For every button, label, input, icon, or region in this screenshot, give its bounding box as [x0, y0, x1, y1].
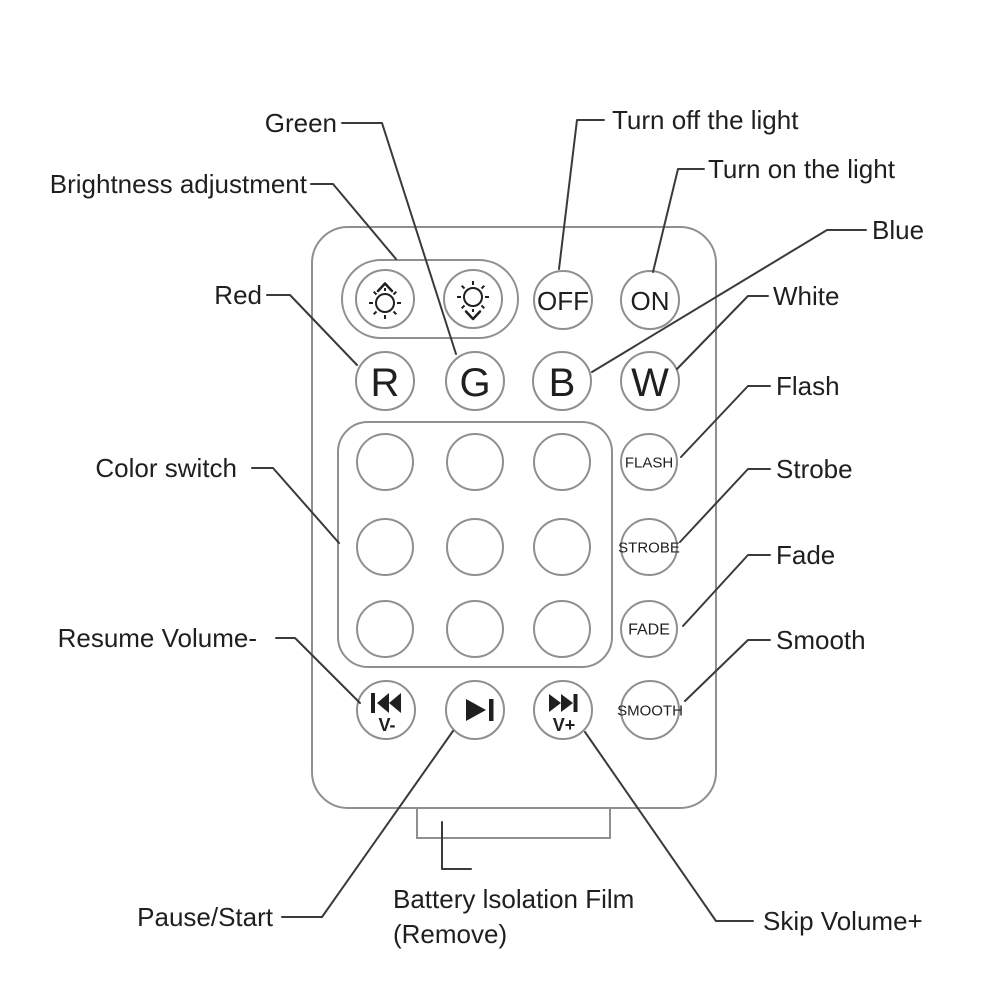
color-button [533, 433, 591, 491]
fade-button [620, 600, 678, 658]
volume-down-label: V- [378, 715, 395, 735]
flash-button [620, 433, 678, 491]
green-button [445, 351, 505, 411]
skip-back-icon [371, 693, 401, 713]
smooth-button [620, 680, 680, 740]
off-button [533, 270, 593, 330]
on-button [620, 270, 680, 330]
red-button-label: R [371, 361, 400, 405]
blue-button-label: B [549, 361, 576, 405]
leader-brightness [310, 183, 397, 260]
leader-smooth [684, 639, 771, 702]
leader-color-switch [251, 467, 340, 544]
brightness-up-button [355, 269, 415, 329]
blue-button [532, 351, 592, 411]
leader-resume-volume [275, 637, 361, 704]
leader-battery [441, 821, 472, 870]
color-button [356, 433, 414, 491]
down-arrow-icon [464, 310, 482, 321]
label-battery-line2: (Remove) [393, 919, 507, 949]
label-blue: Blue [872, 215, 924, 245]
skip-forward-icon [549, 694, 578, 712]
label-skip-volume: Skip Volume+ [763, 906, 923, 936]
brightness-down-icon [457, 281, 489, 321]
leader-flash [680, 385, 771, 458]
label-fade: Fade [776, 540, 835, 570]
strobe-button-label: STROBE [618, 540, 680, 557]
sun-icon [463, 287, 483, 307]
label-brightness: Brightness adjustment [50, 169, 308, 199]
sun-rays [369, 288, 401, 319]
play-pause-icon [466, 699, 494, 721]
strobe-button [620, 518, 678, 576]
label-color-switch: Color switch [95, 453, 237, 483]
label-resume-volume: Resume Volume- [58, 623, 257, 653]
leader-pause-start [281, 730, 454, 918]
color-grid-outline [337, 421, 613, 668]
leader-green [341, 122, 457, 355]
sun-icon [375, 293, 395, 313]
fade-button-label: FADE [628, 622, 670, 639]
label-green: Green [265, 108, 337, 138]
brightness-group-outline [341, 259, 519, 339]
label-turn-on: Turn on the light [708, 154, 896, 184]
smooth-button-label: SMOOTH [617, 703, 683, 720]
on-button-label: ON [631, 286, 670, 316]
leader-blue [591, 229, 867, 373]
color-button [446, 518, 504, 576]
leader-turn-off [558, 119, 605, 270]
label-strobe: Strobe [776, 454, 853, 484]
label-battery-line1: Battery lsolation Film [393, 884, 634, 914]
color-button [533, 518, 591, 576]
white-button-label: W [631, 361, 669, 405]
remote-body [311, 226, 717, 809]
up-arrow-icon [376, 282, 394, 293]
leader-red [266, 294, 358, 366]
label-flash: Flash [776, 371, 840, 401]
leader-turn-on [652, 168, 705, 273]
brightness-down-button [443, 269, 503, 329]
color-button [356, 518, 414, 576]
color-button [446, 433, 504, 491]
leader-skip-volume [584, 731, 754, 922]
green-button-label: G [459, 361, 490, 405]
white-button [620, 351, 680, 411]
leader-fade [682, 554, 771, 627]
flash-button-label: FLASH [625, 455, 673, 472]
label-smooth: Smooth [776, 625, 866, 655]
leader-white [676, 295, 769, 370]
color-button [446, 600, 504, 658]
label-red: Red [214, 280, 262, 310]
label-pause-start: Pause/Start [137, 902, 274, 932]
red-button [355, 351, 415, 411]
brightness-up-icon [369, 282, 401, 319]
off-button-label: OFF [537, 286, 589, 316]
label-white: White [773, 281, 839, 311]
label-turn-off: Turn off the light [612, 105, 799, 135]
volume-up-label: V+ [553, 715, 576, 735]
color-button [356, 600, 414, 658]
battery-tab [416, 808, 611, 839]
leader-strobe [679, 468, 771, 543]
sun-rays [457, 281, 489, 312]
color-button [533, 600, 591, 658]
